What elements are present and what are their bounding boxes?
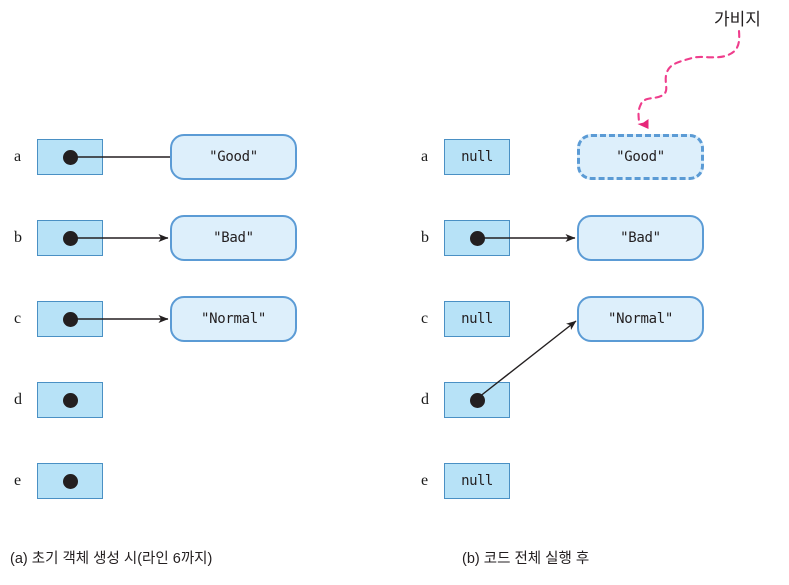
panel-a-caption: (a) 초기 객체 생성 시(라인 6까지): [10, 551, 213, 567]
reference-dot: [62, 392, 78, 408]
panel-a-var-label-a: a: [14, 148, 22, 165]
panel-b-object-bad: "Bad": [577, 215, 704, 261]
reference-dot: [469, 392, 485, 408]
panel-b-var-box-c: null: [444, 301, 510, 337]
panel-b-var-label-e: e: [421, 472, 429, 489]
panel-b-var-box-e: null: [444, 463, 510, 499]
object-value: "Good": [616, 149, 665, 165]
panel-a-object-good: "Good": [170, 134, 297, 180]
panel-a-var-label-d: d: [14, 391, 22, 408]
panel-b-var-label-c: c: [421, 310, 429, 327]
object-value: "Bad": [213, 230, 254, 246]
panel-a-var-label-b: b: [14, 229, 22, 246]
reference-dot: [469, 230, 485, 246]
reference-dot: [62, 311, 78, 327]
panel-b-var-label-a: a: [421, 148, 429, 165]
object-value: "Good": [209, 149, 258, 165]
panel-a-var-box-c: [37, 301, 103, 337]
garbage-annotation-leader: [637, 29, 741, 129]
reference-dot: [62, 149, 78, 165]
panel-b-var-box-b: [444, 220, 510, 256]
null-value: null: [461, 473, 493, 489]
object-value: "Normal": [607, 311, 674, 327]
panel-b-var-label-d: d: [421, 391, 429, 408]
panel-b-var-box-a: null: [444, 139, 510, 175]
panel-b-var-label-b: b: [421, 229, 429, 246]
panel-a-var-box-a: [37, 139, 103, 175]
panel-b-object-normal: "Normal": [577, 296, 704, 342]
panel-a-var-box-e: [37, 463, 103, 499]
panel-b-var-box-d: [444, 382, 510, 418]
panel-a-var-box-d: [37, 382, 103, 418]
reference-dot: [62, 230, 78, 246]
object-value: "Bad": [620, 230, 661, 246]
panel-b-object-good-garbage: "Good": [577, 134, 704, 180]
panel-b-caption: (b) 코드 전체 실행 후: [462, 551, 590, 567]
panel-a-var-box-b: [37, 220, 103, 256]
object-value: "Normal": [200, 311, 267, 327]
panel-a-object-normal: "Normal": [170, 296, 297, 342]
null-value: null: [461, 311, 493, 327]
panel-a-var-label-c: c: [14, 310, 22, 327]
reference-dot: [62, 473, 78, 489]
panel-a-object-bad: "Bad": [170, 215, 297, 261]
panel-a-var-label-e: e: [14, 472, 22, 489]
garbage-annotation-label: 가비지: [714, 10, 761, 29]
null-value: null: [461, 149, 493, 165]
